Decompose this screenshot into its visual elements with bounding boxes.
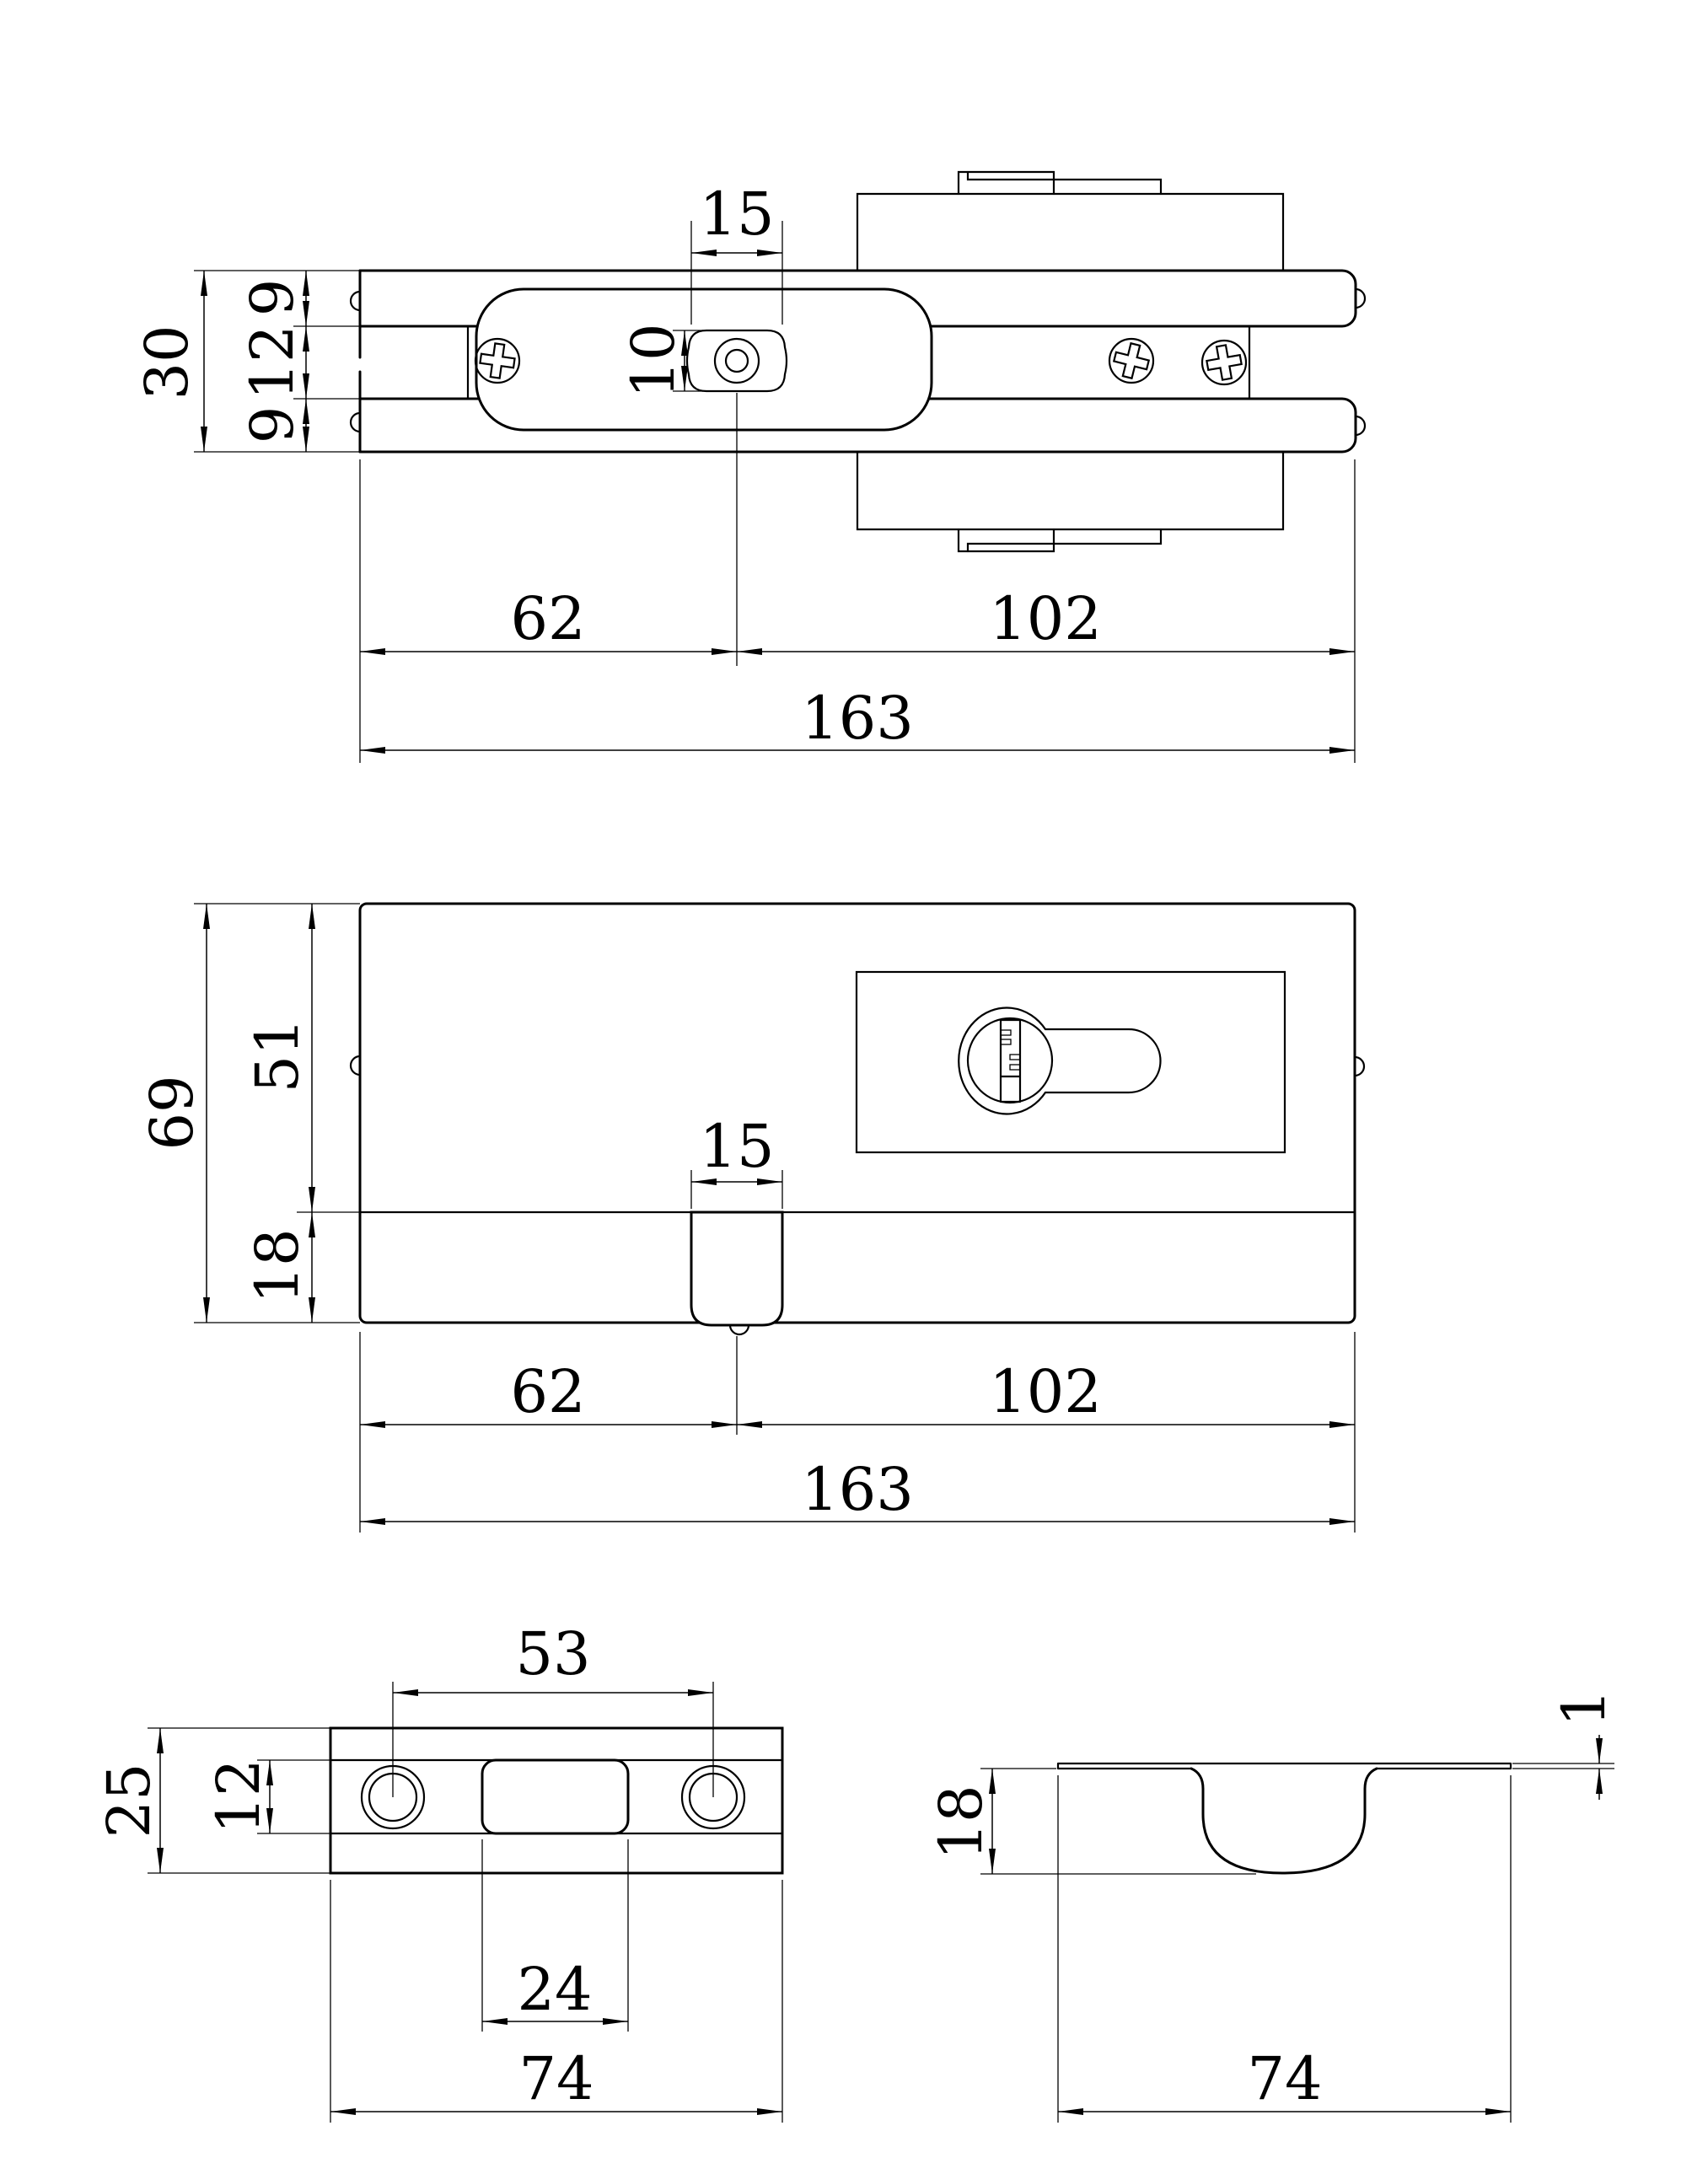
latch-tip bbox=[728, 1323, 750, 1336]
dim-label-side-width-74: 74 bbox=[1247, 2044, 1322, 2113]
screw-left bbox=[474, 337, 521, 384]
strike-side-dimensions: 18 1 74 bbox=[927, 1689, 1619, 2123]
dim-label-case-102-top: 102 bbox=[989, 584, 1102, 653]
cylinder-housing-front bbox=[855, 970, 1286, 1154]
strike-dish-profile bbox=[1190, 1767, 1378, 1875]
dim-label-nut-slot-width: 15 bbox=[699, 180, 774, 249]
spindle-nut bbox=[685, 329, 788, 393]
dim-label-thickness-1: 1 bbox=[1550, 1689, 1619, 1727]
dim-label-gap-12: 12 bbox=[238, 325, 307, 400]
strike-latch-slot bbox=[481, 1758, 630, 1835]
dim-label-upper-51: 51 bbox=[243, 1017, 312, 1092]
edge-pin-bumps-front bbox=[349, 1055, 1366, 1077]
dim-label-latch-15: 15 bbox=[699, 1112, 774, 1181]
key-bitting-notches bbox=[1000, 1029, 1021, 1071]
edge-pin-bumps bbox=[349, 287, 1367, 437]
strike-side-view: 18 1 74 bbox=[927, 1689, 1619, 2123]
dim-label-nut-height-10: 10 bbox=[619, 323, 688, 398]
top-view-dimensions: 15 30 9 12 9 10 62 102 163 bbox=[132, 180, 1356, 763]
faceplate-upper-strip bbox=[358, 269, 1357, 328]
front-view: 69 51 18 15 62 102 163 bbox=[137, 902, 1366, 1533]
dim-label-slot-height-12: 12 bbox=[204, 1758, 273, 1833]
lock-stile-edges bbox=[466, 325, 1251, 400]
top-view: 15 30 9 12 9 10 62 102 163 bbox=[132, 170, 1367, 763]
key-slot bbox=[999, 1018, 1022, 1103]
dim-label-backset-62-front: 62 bbox=[510, 1357, 585, 1426]
dim-label-plate-width-74: 74 bbox=[518, 2044, 594, 2113]
dim-label-dish-depth-18: 18 bbox=[927, 1785, 996, 1860]
dim-label-total-height-30: 30 bbox=[132, 325, 201, 400]
euro-cylinder-profile bbox=[958, 1007, 1162, 1115]
front-view-dimensions: 69 51 18 15 62 102 163 bbox=[137, 903, 1356, 1533]
screw-right-2 bbox=[1200, 339, 1248, 386]
dim-label-plate-top-9: 9 bbox=[238, 279, 307, 317]
dim-label-total-163-front: 163 bbox=[801, 1455, 914, 1524]
screw-right-1 bbox=[1108, 337, 1155, 384]
dim-label-total-69: 69 bbox=[137, 1075, 207, 1150]
lock-body-outline bbox=[358, 902, 1356, 1324]
strike-plate-view: 53 25 12 24 74 bbox=[94, 1619, 784, 2123]
latch-bolt bbox=[690, 1211, 784, 1336]
dim-label-total-163-top: 163 bbox=[801, 684, 914, 753]
dim-label-plate-height-25: 25 bbox=[94, 1763, 164, 1838]
faceplate-lower-strip bbox=[358, 397, 1357, 454]
dim-label-case-102-front: 102 bbox=[989, 1357, 1102, 1426]
dim-label-plate-bottom-9: 9 bbox=[238, 406, 307, 444]
dim-label-backset-62-top: 62 bbox=[510, 584, 585, 653]
dim-label-slot-width-24: 24 bbox=[517, 1955, 592, 2024]
strike-sheet-profile bbox=[1056, 1762, 1512, 1875]
strike-view-dimensions: 53 25 12 24 74 bbox=[94, 1619, 783, 2123]
cylinder-housing-top-outline bbox=[856, 170, 1285, 553]
dim-label-lower-18: 18 bbox=[243, 1228, 312, 1303]
dim-label-hole-spacing-53: 53 bbox=[515, 1619, 590, 1688]
strike-plate-outline bbox=[329, 1726, 784, 1875]
